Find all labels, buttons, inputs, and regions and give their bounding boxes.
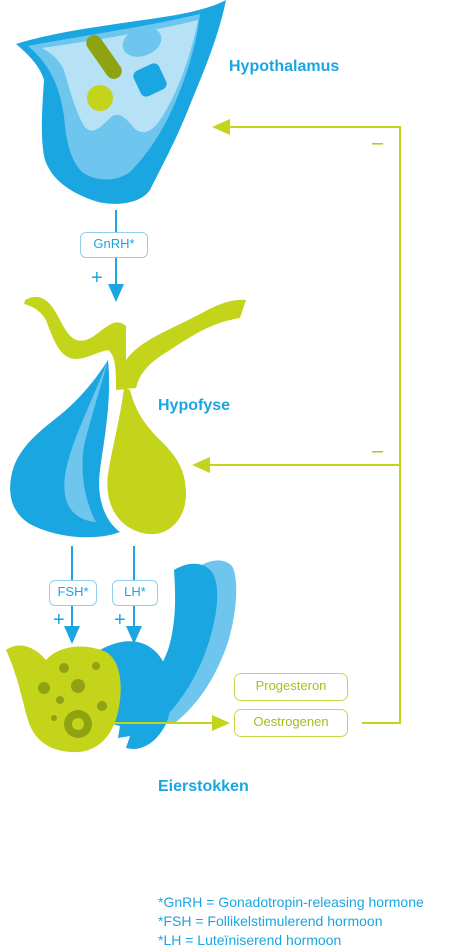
follicle-dot [59, 663, 69, 673]
plus-sign-lh: + [114, 609, 126, 631]
hormone-box-fsh: FSH* [49, 580, 97, 606]
hypofyse-posterior-lobe [107, 388, 186, 535]
legend: *GnRH = Gonadotropin-releasing hormone *… [158, 893, 424, 950]
hypofyse-stalk [24, 296, 246, 390]
hormone-box-oestrogenen: Oestrogenen [234, 709, 348, 737]
hypothalamus-green-pill [86, 35, 122, 79]
label-hypofyse: Hypofyse [158, 397, 231, 414]
hormone-box-progesteron: Progesteron [234, 673, 348, 701]
hypofyse-anterior-highlight [64, 360, 108, 522]
follicle-dot [71, 679, 85, 693]
plus-sign-fsh: + [53, 609, 65, 631]
hypothalamus-lime-dot [87, 85, 113, 111]
follicle-dot [97, 701, 107, 711]
hypothalamus-inner-shape [42, 20, 198, 133]
follicle-dot [92, 662, 100, 670]
legend-gnrh: *GnRH = Gonadotropin-releasing hormone [158, 894, 424, 910]
hypothalamus-blue-square [133, 63, 167, 97]
mature-follicle-core [72, 718, 84, 730]
hypothalamus-illustration [16, 0, 226, 204]
plus-sign-gnrh: + [91, 267, 103, 289]
follicle-dot [56, 696, 64, 704]
ovary-tube [124, 563, 218, 732]
follicle-dot [38, 682, 50, 694]
follicle-dot [51, 715, 57, 721]
label-hypothalamus: Hypothalamus [229, 58, 340, 75]
legend-lh: *LH = Luteïniserend hormoon [158, 932, 342, 948]
minus-sign-hypofyse: – [372, 440, 384, 462]
hypofyse-illustration [10, 296, 246, 538]
hypothalamus-blue-oval [122, 27, 162, 57]
minus-sign-hypothalamus: – [372, 132, 384, 154]
hypofyse-anterior-lobe [10, 360, 121, 538]
label-eierstokken: Eierstokken [158, 778, 249, 795]
feedback-line [212, 119, 401, 724]
hormone-box-lh: LH* [112, 580, 158, 606]
hormone-box-gnrh: GnRH* [80, 232, 148, 258]
legend-fsh: *FSH = Follikelstimulerend hormoon [158, 913, 383, 929]
